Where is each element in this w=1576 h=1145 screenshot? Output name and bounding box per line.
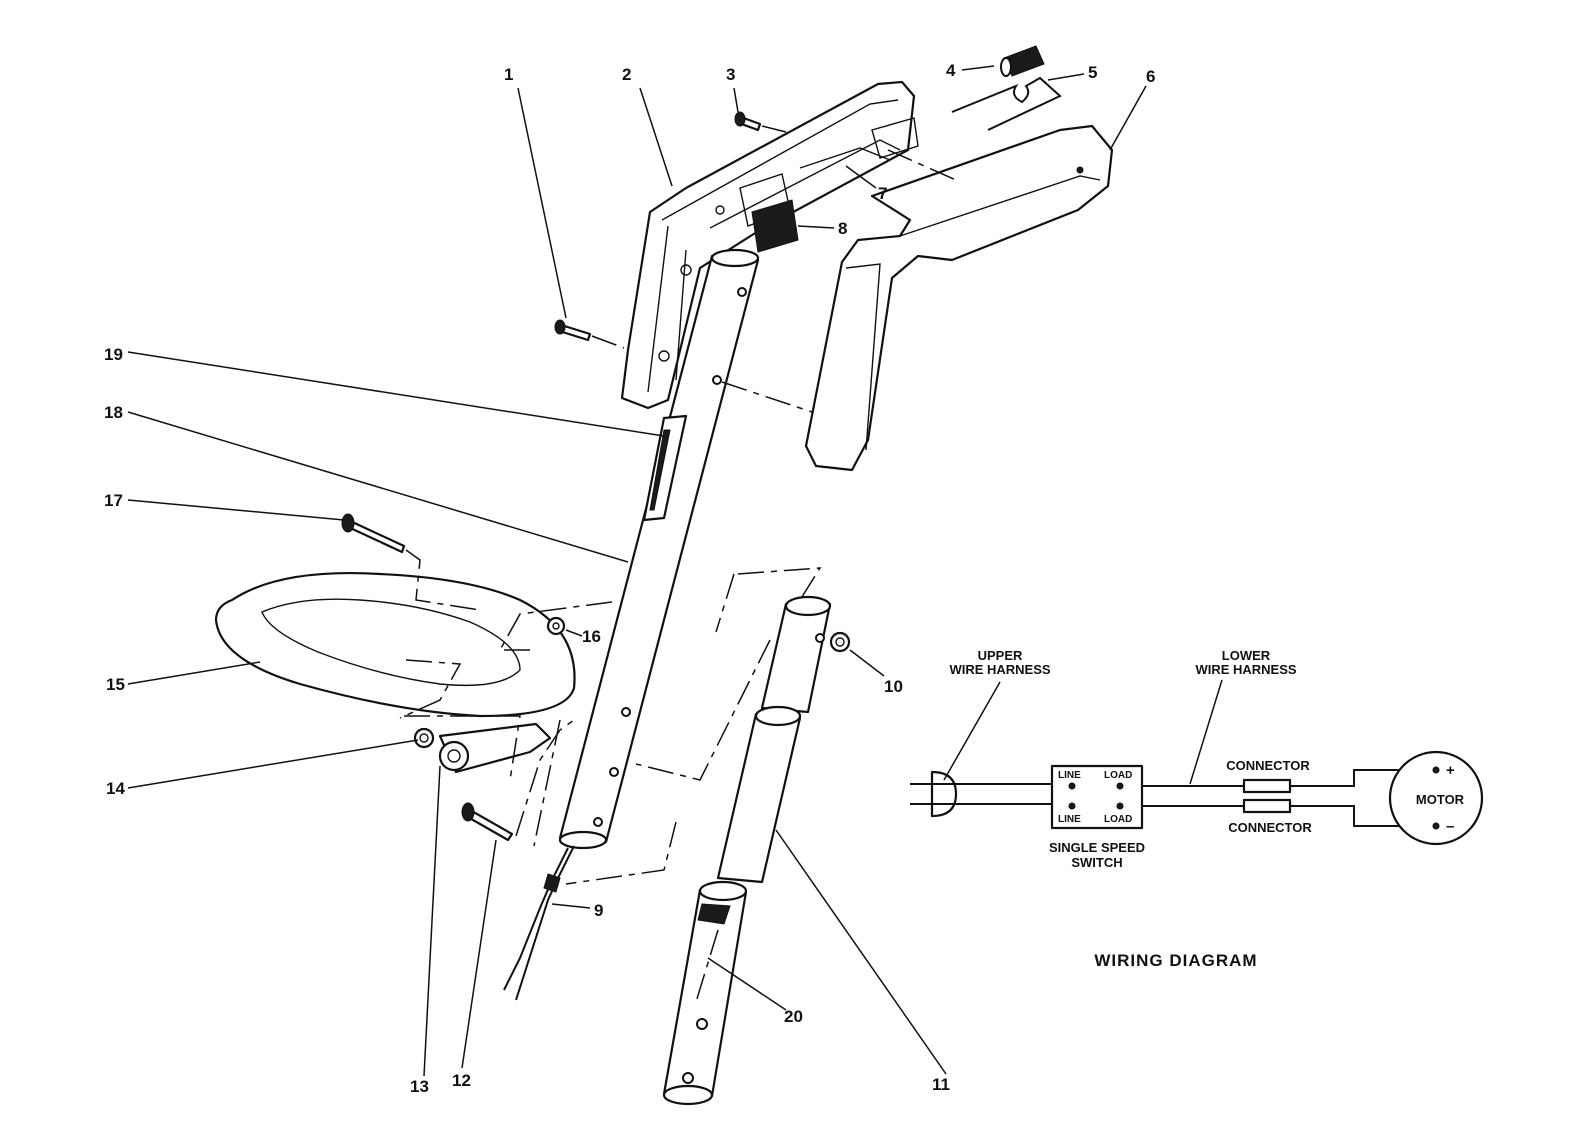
bolt-17: [341, 513, 406, 554]
screw-3-path: [761, 125, 787, 133]
screw-1-path: [591, 335, 625, 349]
connector-bottom-label: CONNECTOR: [1228, 820, 1312, 835]
nut-14: [413, 727, 435, 749]
handle-housing-right: [804, 124, 1114, 472]
switch-caption-line1: SINGLE SPEED: [1049, 840, 1145, 855]
bolt-12: [461, 802, 514, 842]
handle-housing-left: [620, 80, 919, 410]
connector-top-label: CONNECTOR: [1226, 758, 1310, 773]
callout-11: 11: [932, 1075, 950, 1094]
callout-15: 15: [106, 675, 125, 694]
motor-plus: +: [1446, 762, 1455, 779]
nut-16: [546, 616, 566, 636]
switch-load-bottom: LOAD: [1104, 814, 1132, 825]
single-speed-switch-box: [1050, 764, 1144, 830]
handle-bracket: [438, 722, 552, 774]
callout-6: 6: [1146, 67, 1155, 86]
motor-label: MOTOR: [1416, 792, 1465, 807]
callout-4: 4: [946, 61, 956, 80]
callout-2: 2: [622, 65, 631, 84]
switch-load-top: LOAD: [1104, 770, 1132, 781]
switch-line-bottom: LINE: [1058, 814, 1081, 825]
lock-nut-10: [829, 631, 851, 653]
callout-5: 5: [1088, 63, 1097, 82]
torsion-spring: [1000, 45, 1045, 77]
callout-labels: 1 2 3 4 5 6 7 8 9 10 11 12 13 14 15 16 1…: [104, 61, 1155, 1096]
callout-13: 13: [410, 1077, 429, 1096]
callout-9: 9: [594, 901, 603, 920]
upper-handle-tube: [558, 248, 760, 850]
callout-16: 16: [582, 627, 601, 646]
callout-14: 14: [106, 779, 125, 798]
switch-line-top: LINE: [1058, 770, 1081, 781]
assembly-lines: [399, 149, 957, 885]
lower-harness-line1: LOWER: [1222, 648, 1271, 663]
leader-lines: [127, 65, 1147, 1077]
lower-tube: [662, 880, 748, 1106]
wiring-diagram: UPPER WIRE HARNESS LOWER WIRE HARNESS LI…: [910, 648, 1484, 970]
screw-1: [554, 319, 592, 342]
callout-18: 18: [104, 403, 123, 422]
upper-harness-line2: WIRE HARNESS: [949, 662, 1050, 677]
callout-20: 20: [784, 1007, 803, 1026]
motor-minus: –: [1446, 818, 1454, 835]
lower-harness-line2: WIRE HARNESS: [1195, 662, 1296, 677]
callout-3: 3: [726, 65, 735, 84]
wire-spring: [951, 76, 1062, 131]
callout-12: 12: [452, 1071, 471, 1090]
callout-17: 17: [104, 491, 123, 510]
connector-bottom: [1242, 798, 1292, 814]
middle-tube-upper: [760, 595, 832, 714]
callout-19: 19: [104, 345, 123, 364]
wiring-diagram-title: WIRING DIAGRAM: [1094, 951, 1257, 970]
middle-tube-lower: [716, 705, 802, 884]
connector-top: [1242, 778, 1292, 794]
switch-caption-line2: SWITCH: [1071, 855, 1122, 870]
callout-10: 10: [884, 677, 903, 696]
loop-handle: [214, 571, 576, 718]
callout-7: 7: [878, 184, 887, 203]
wire-leads: [503, 845, 575, 1001]
screw-3: [734, 111, 762, 132]
callout-1: 1: [504, 65, 513, 84]
motor-circle: [1388, 750, 1484, 846]
upper-harness-line1: UPPER: [978, 648, 1023, 663]
callout-8: 8: [838, 219, 847, 238]
